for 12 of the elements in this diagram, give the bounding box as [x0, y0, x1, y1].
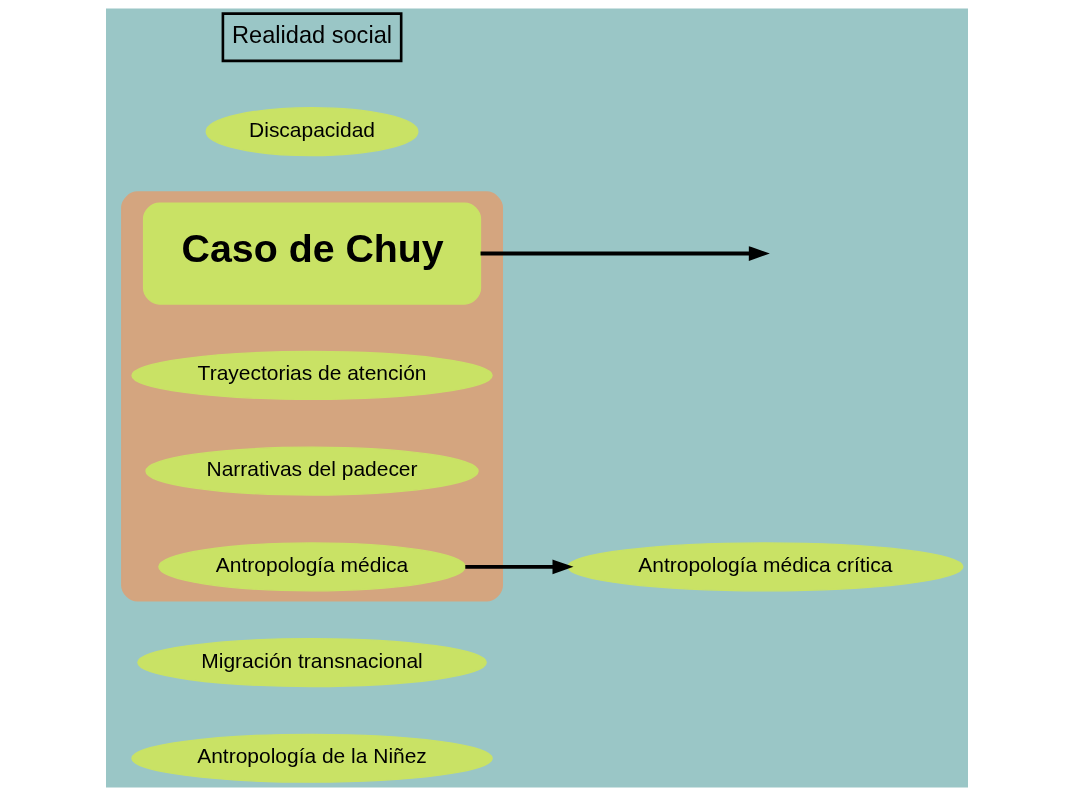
cluster [120, 191, 503, 602]
node-box: Caso de Chuy [142, 202, 481, 305]
node-ellipse: Narrativas del padecer [144, 446, 479, 496]
arrow [464, 559, 573, 575]
node-ellipse: Trayectorias de atención [130, 350, 493, 401]
node-ellipse: Migración transnacional [136, 637, 487, 688]
node-ellipse: Antropología de la Niñez [130, 733, 493, 783]
node-ellipse: Antropología médica [157, 542, 466, 592]
node-ellipse: Antropología médica crítica [566, 542, 964, 592]
node-box: Realidad social [221, 12, 402, 63]
arrow [480, 246, 770, 261]
node-ellipse: Discapacidad [205, 107, 418, 157]
